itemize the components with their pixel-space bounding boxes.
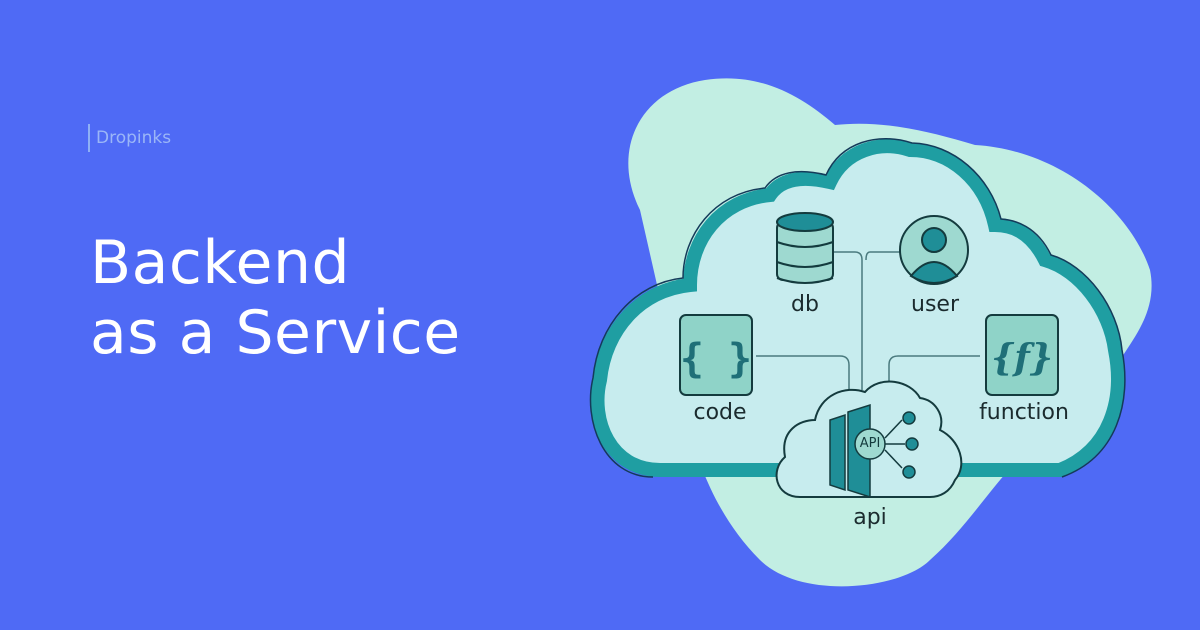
api-gateway-icon <box>829 403 919 499</box>
title-line-1: Backend <box>90 228 351 298</box>
brand-name: Dropinks <box>96 128 172 148</box>
node-label-api: api <box>853 505 887 530</box>
svg-text:{f}: {f} <box>991 337 1053 379</box>
node-label-code: code <box>693 400 747 425</box>
page-title: Backend as a Service <box>90 228 461 368</box>
node-label-db: db <box>791 292 819 317</box>
title-line-2: as a Service <box>90 298 461 368</box>
user-icon <box>899 215 969 285</box>
curly-braces-icon: { } <box>679 314 753 396</box>
node-label-user: user <box>911 292 959 317</box>
brand-divider <box>88 124 90 152</box>
node-label-function: function <box>979 400 1069 425</box>
connector-lines <box>756 251 980 390</box>
database-icon <box>776 212 834 284</box>
svg-text:{ }: { } <box>680 336 752 382</box>
function-braces-icon: {f} <box>985 314 1059 396</box>
brand: Dropinks <box>88 124 171 152</box>
api-badge: API <box>859 436 881 451</box>
